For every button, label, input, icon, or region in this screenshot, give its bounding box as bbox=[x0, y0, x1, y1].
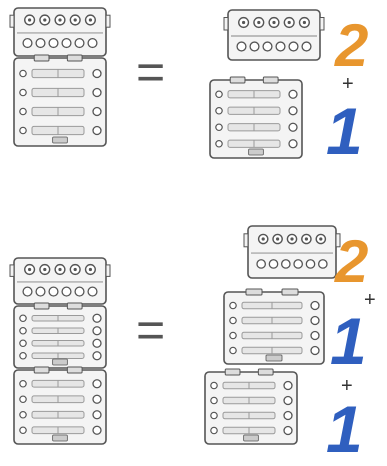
assembled-header-module bbox=[9, 257, 111, 305]
count-label-blue: 1 bbox=[326, 392, 363, 466]
fuse-module bbox=[204, 368, 298, 445]
equals-sign: = bbox=[136, 44, 166, 100]
count-label-blue: 1 bbox=[326, 94, 363, 168]
header-module bbox=[223, 9, 325, 61]
fuse-module bbox=[209, 76, 303, 159]
plus-sign: + bbox=[341, 375, 353, 397]
count-label-blue: 1 bbox=[330, 304, 367, 378]
fuse-module bbox=[223, 288, 325, 365]
assembled-fuse-module bbox=[13, 302, 107, 369]
header-module bbox=[243, 225, 341, 279]
assembled-fuse-module bbox=[13, 54, 107, 147]
equals-sign: = bbox=[136, 302, 166, 358]
assembled-header-module bbox=[9, 7, 111, 57]
plus-sign: + bbox=[364, 289, 376, 311]
count-label-orange: 2 bbox=[335, 12, 369, 79]
plus-sign: + bbox=[342, 73, 354, 95]
assembled-fuse-module bbox=[13, 366, 107, 445]
count-label-orange: 2 bbox=[335, 228, 369, 295]
